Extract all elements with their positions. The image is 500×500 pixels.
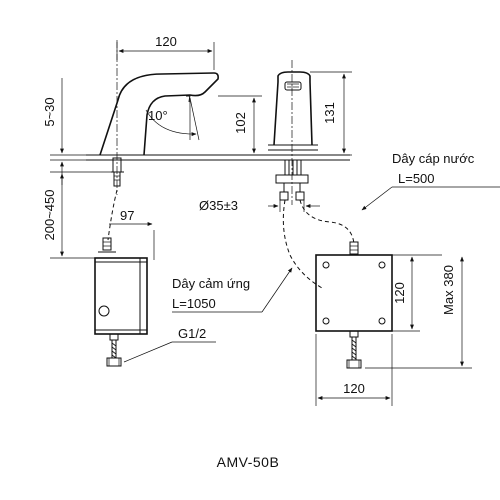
dim-top-width (116, 42, 215, 70)
dim-box-max-label: Max 380 (441, 265, 456, 315)
supply-cable-leader (361, 186, 393, 211)
sensor-cable-title: Dây cảm ứng (172, 276, 250, 291)
dim-top-width-label: 120 (155, 34, 177, 49)
dim-deck-height (50, 78, 100, 185)
supply-cable-line (299, 199, 355, 245)
supply-cable-title: Dây cáp nước (392, 151, 475, 166)
dim-hose-reach-label: 200~450 (42, 190, 57, 241)
sensor-cable-line (107, 189, 118, 241)
thread-label: G1/2 (178, 326, 206, 341)
thread-leader (123, 341, 173, 363)
dim-hole-dia (268, 200, 320, 212)
dim-hole-dia-label: Ø35±3 (199, 198, 238, 213)
dim-box-max (365, 256, 472, 369)
model-name: AMV-50B (217, 454, 280, 470)
dim-offset (109, 222, 155, 260)
supply-cable-length: L=500 (398, 171, 435, 186)
dim-total-height-label: 131 (322, 102, 337, 124)
faucet-side-view (86, 40, 240, 195)
sensor-cable-front-line (282, 199, 323, 289)
dim-box-width-label: 120 (343, 381, 365, 396)
dim-total-height (310, 71, 352, 156)
dim-box-height (392, 254, 442, 332)
dim-angle (145, 97, 200, 141)
sensor-cable-leader (261, 267, 293, 313)
dim-box-height-label: 120 (392, 282, 407, 304)
faucet-front-view (240, 60, 350, 205)
control-box-side (94, 237, 148, 367)
dim-deck-height-label: 5~30 (42, 97, 57, 126)
sensor-cable-length: L=1050 (172, 296, 216, 311)
dim-spout-height-label: 102 (233, 112, 248, 134)
dim-offset-label: 97 (120, 208, 134, 223)
control-box-front (315, 241, 393, 369)
dim-box-width (315, 334, 393, 406)
dim-hose-reach (50, 171, 112, 259)
dim-angle-label: 10° (148, 108, 168, 123)
